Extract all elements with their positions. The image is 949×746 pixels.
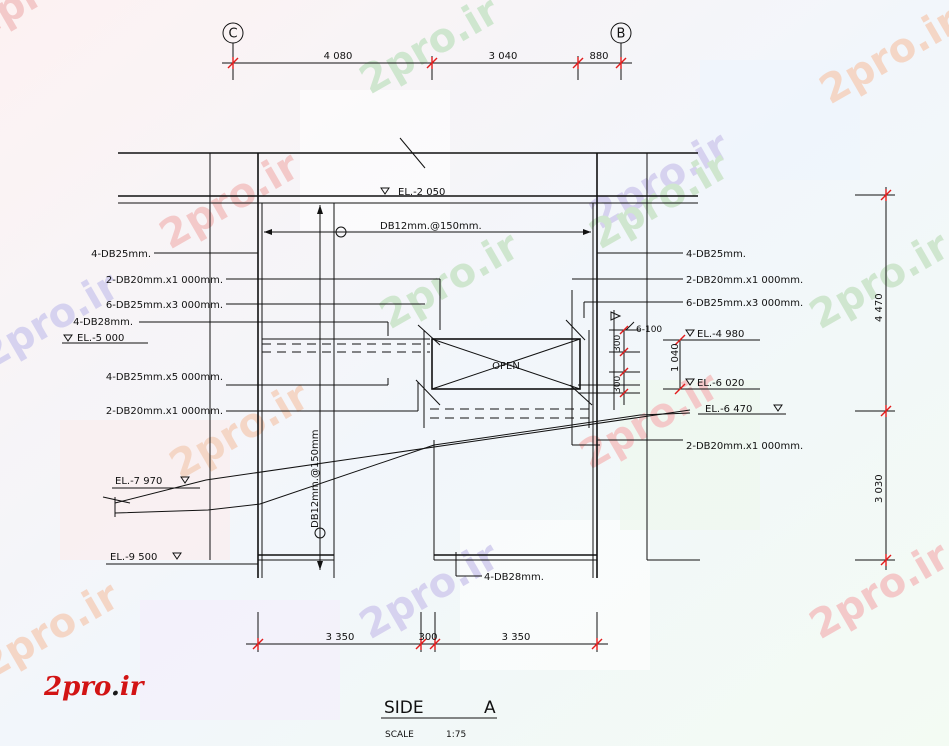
db12-h-label: DB12mm.@150mm. [380, 221, 482, 232]
el-7970-text: EL.-7 970 [115, 476, 162, 487]
el-6470-text: EL.-6 470 [705, 404, 752, 415]
grid-label-b: B [617, 27, 626, 42]
dim-bottom-1: 3 350 [326, 632, 355, 643]
el-6020-text: EL.-6 020 [697, 378, 744, 389]
logo-suffix: ir [119, 672, 144, 702]
logo-dot: . [110, 672, 120, 702]
sloping-ramp [102, 409, 691, 517]
title-side: SIDE [384, 698, 424, 718]
drawing-title: SIDE A SCALE 1:75 [381, 698, 497, 740]
dim-4470: 4 470 [874, 293, 885, 322]
dim-opening-300-a: 300 [613, 335, 623, 352]
right-elevations: EL.-4 980 EL.-6 020 1 040 EL.-6 470 [663, 329, 786, 415]
logo-prefix: 2pro [44, 672, 111, 702]
opening-small-dims: 300 300 6-100 [609, 310, 662, 410]
title-letter: A [484, 698, 496, 718]
leader-left-4: 4-DB28mm. [73, 317, 133, 328]
left-leaders: 4-DB25mm. 2-DB20mm.x1 000mm. 6-DB25mm.x3… [62, 249, 441, 417]
leader-left-1: 4-DB25mm. [91, 249, 151, 260]
leader-left-6: 2-DB20mm.x1 000mm. [106, 406, 223, 417]
db12-v-label: DB12mm.@150mm [310, 429, 321, 528]
scale-value: 1:75 [446, 730, 466, 740]
dim-bottom-2: 300 [418, 632, 437, 643]
db12-vertical-dim: DB12mm.@150mm [310, 205, 326, 570]
opening: OPEN [415, 290, 600, 446]
wall-left [257, 153, 335, 578]
leader-right-2: 2-DB20mm.x1 000mm. [686, 275, 803, 286]
dim-opening-300-b: 300 [613, 376, 623, 393]
dim-3030: 3 030 [874, 474, 885, 503]
dim-1040: 1 040 [670, 343, 681, 372]
leader-bottom-1: 4-DB28mm. [484, 572, 544, 583]
elevation-minus-2050: EL.-2 050 [380, 187, 445, 198]
break-mark [399, 137, 426, 169]
dim-top-2: 3 040 [489, 51, 518, 62]
bottom-dimension-chain: 3 350 300 3 350 [246, 612, 608, 652]
dashed-slab-lines [262, 338, 640, 419]
db12-horizontal-dim: DB12mm.@150mm. [264, 221, 591, 238]
grid-label-c: C [228, 27, 237, 42]
top-slab [118, 137, 700, 561]
el-2050-text: EL.-2 050 [398, 187, 445, 198]
dim-bottom-3: 3 350 [502, 632, 531, 643]
dim-top-3: 880 [589, 51, 608, 62]
leader-left-5: 4-DB25mm.x5 000mm. [106, 372, 223, 383]
right-dimension-chain: 4 470 3 030 [855, 187, 895, 570]
wall-right [433, 153, 598, 578]
site-logo[interactable]: 2pro.ir [44, 672, 144, 702]
el-9500-text: EL.-9 500 [110, 552, 157, 563]
dim-top-1: 4 080 [324, 51, 353, 62]
dim-6-100: 6-100 [636, 325, 662, 335]
el-4980-text: EL.-4 980 [697, 329, 744, 340]
leader-right-4: 2-DB20mm.x1 000mm. [686, 441, 803, 452]
scale-label: SCALE [385, 730, 414, 740]
leader-right-3: 6-DB25mm.x3 000mm. [686, 298, 803, 309]
top-dimension-chain: C B 4 080 3 040 880 [222, 22, 632, 80]
leader-left-3: 6-DB25mm.x3 000mm. [106, 300, 223, 311]
leader-right-1: 4-DB25mm. [686, 249, 746, 260]
leader-left-2: 2-DB20mm.x1 000mm. [106, 275, 223, 286]
left-bottom-elevations: EL.-7 970 EL.-9 500 [106, 476, 258, 565]
right-leaders: 4-DB25mm. 2-DB20mm.x1 000mm. 6-DB25mm.x3… [572, 249, 803, 452]
open-label: OPEN [492, 361, 520, 372]
el-5000-text: EL.-5 000 [77, 333, 124, 344]
bottom-leader: 4-DB28mm. [455, 552, 544, 583]
